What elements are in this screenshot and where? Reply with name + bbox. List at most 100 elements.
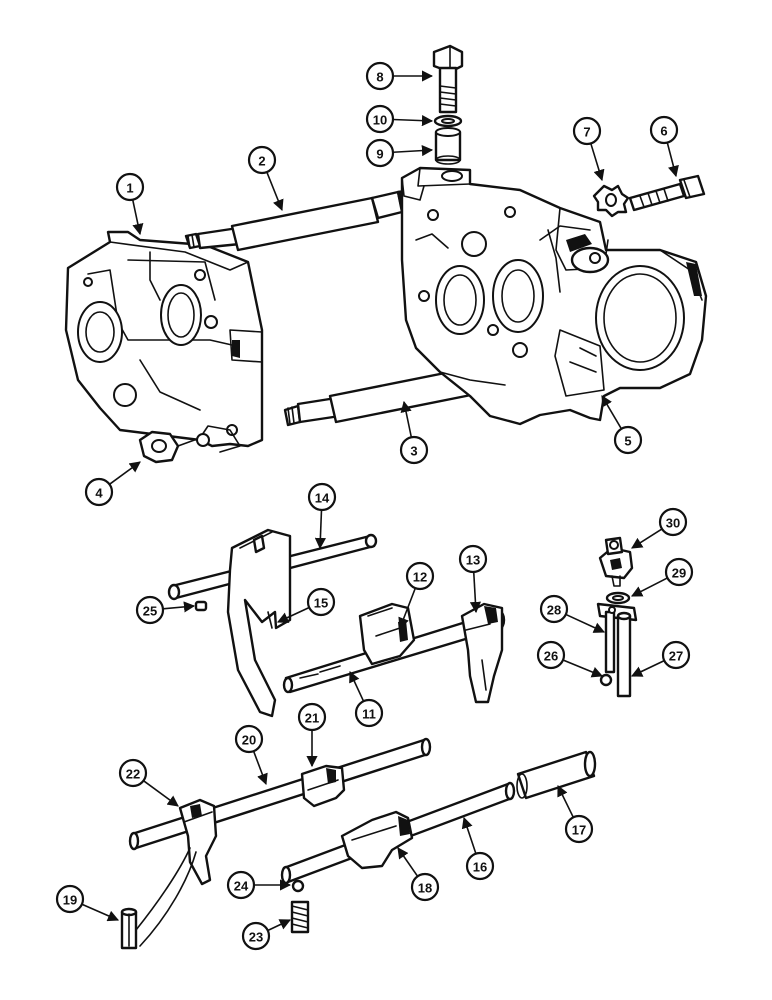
callout-circle xyxy=(135,595,165,625)
callout-circle xyxy=(458,544,488,574)
callout-10: 10 xyxy=(365,104,434,134)
ball-26-part xyxy=(599,673,613,687)
callout-number: 19 xyxy=(63,893,77,908)
guide-line xyxy=(135,847,191,931)
callout-7: 7 xyxy=(572,116,605,182)
callout-number: 25 xyxy=(143,604,157,619)
callout-21: 21 xyxy=(297,702,327,768)
callout-28: 28 xyxy=(539,594,606,633)
callout-leader-arrow xyxy=(400,400,413,438)
callout-15: 15 xyxy=(276,587,336,623)
callout-number: 28 xyxy=(547,603,561,618)
callout-number: 14 xyxy=(315,491,330,506)
fork-part xyxy=(226,528,292,718)
callout-22: 22 xyxy=(118,758,179,807)
switch-part xyxy=(598,536,634,587)
callout-circle xyxy=(539,594,569,624)
callout-leader-arrow xyxy=(143,780,179,807)
callout-circle xyxy=(613,425,643,455)
callout-circle xyxy=(658,507,688,537)
callout-circle xyxy=(536,640,566,670)
callout-circle xyxy=(307,482,337,512)
callout-number: 10 xyxy=(373,113,387,128)
guide-line xyxy=(139,851,197,947)
selector-21-part xyxy=(300,764,346,808)
callout-leader-arrow xyxy=(266,171,284,212)
callout-circle xyxy=(234,724,264,754)
callout-12: 12 xyxy=(398,561,435,630)
callout-6: 6 xyxy=(649,115,679,178)
callout-27: 27 xyxy=(630,640,691,677)
callout-circle xyxy=(564,814,594,844)
callout-19: 19 xyxy=(55,884,120,922)
callout-leader-arrow xyxy=(557,784,575,818)
callout-5: 5 xyxy=(601,395,643,455)
callout-leader-arrow xyxy=(590,143,605,182)
callout-circle xyxy=(365,138,395,168)
callout-number: 15 xyxy=(314,596,328,611)
callout-9: 9 xyxy=(365,138,434,168)
callout-leader-arrow xyxy=(461,816,477,854)
callout-leader-arrow xyxy=(397,847,419,877)
callout-24: 24 xyxy=(226,870,292,900)
callout-number: 23 xyxy=(249,930,263,945)
callout-2: 2 xyxy=(247,145,284,212)
small-pin-25-part xyxy=(194,600,208,612)
callout-group: 1234567891011121314151617181920212223242… xyxy=(55,61,694,951)
callout-29: 29 xyxy=(631,557,694,597)
callout-11: 11 xyxy=(349,670,384,728)
callout-leader-arrow xyxy=(392,115,434,127)
callout-circle xyxy=(354,698,384,728)
nut-part xyxy=(138,425,241,464)
callout-number: 24 xyxy=(234,879,249,894)
callout-number: 2 xyxy=(258,154,265,169)
left-housing-part xyxy=(64,230,264,448)
lock-washer-part xyxy=(592,184,630,218)
washer-29-part xyxy=(605,591,631,605)
callout-number: 26 xyxy=(544,649,558,664)
callout-circle xyxy=(365,61,395,91)
callout-number: 29 xyxy=(672,566,686,581)
callout-circle xyxy=(241,921,271,951)
callout-circle xyxy=(297,702,327,732)
washer-part xyxy=(433,114,463,128)
callout-circle xyxy=(399,435,429,465)
callout-circle xyxy=(405,561,435,591)
callout-leader-arrow xyxy=(162,601,196,613)
callout-leader-arrow xyxy=(601,395,623,430)
callout-14: 14 xyxy=(307,482,337,550)
callout-leader-arrow xyxy=(398,587,417,630)
fork-18-part xyxy=(340,810,414,870)
right-housing-part xyxy=(400,166,708,426)
callout-number: 16 xyxy=(473,860,487,875)
callout-16: 16 xyxy=(461,816,495,881)
callout-13: 13 xyxy=(458,544,488,614)
callout-leader-arrow xyxy=(631,528,663,549)
callout-circle xyxy=(410,872,440,902)
callout-number: 17 xyxy=(572,823,586,838)
callout-leader-arrow xyxy=(252,750,268,786)
callout-leader-arrow xyxy=(469,571,482,614)
callout-leader-arrow xyxy=(314,509,326,550)
callout-8: 8 xyxy=(365,61,434,91)
roll-pin-19-part xyxy=(120,907,138,950)
bushing-part xyxy=(434,127,462,165)
pin-27-part xyxy=(616,611,632,698)
callout-circle xyxy=(247,145,277,175)
callout-circle xyxy=(365,104,395,134)
callout-number: 22 xyxy=(126,767,140,782)
callout-circle xyxy=(118,758,148,788)
callout-circle xyxy=(55,884,85,914)
callout-leader-arrow xyxy=(349,670,365,702)
callout-leader-arrow xyxy=(666,142,679,178)
callout-circle xyxy=(226,870,256,900)
vertical-bolt-part xyxy=(432,44,464,114)
callout-circle xyxy=(649,115,679,145)
sleeve-17-part xyxy=(516,750,597,800)
callout-4: 4 xyxy=(84,461,141,507)
callout-3: 3 xyxy=(399,400,429,465)
callout-leader-arrow xyxy=(267,919,292,932)
callout-circle xyxy=(306,587,336,617)
callout-number: 11 xyxy=(362,707,376,722)
